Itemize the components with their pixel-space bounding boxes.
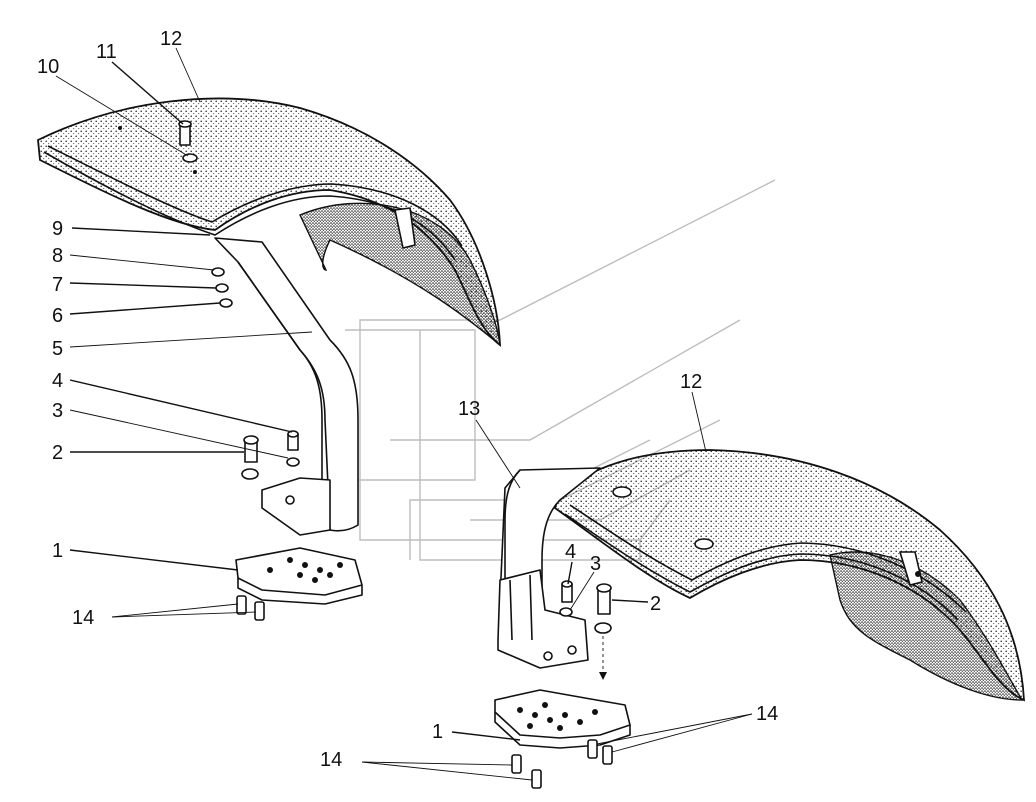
callout-6: 6 xyxy=(52,305,63,327)
left-fender-shell xyxy=(37,97,501,347)
left-pin-14a xyxy=(236,595,247,615)
leader-lines xyxy=(55,47,753,781)
left-plate-holes xyxy=(267,557,343,583)
right-washer-3 xyxy=(559,607,573,617)
callout-2-right: 2 xyxy=(650,593,661,615)
callout-5: 5 xyxy=(52,338,63,360)
right-washer-2 xyxy=(594,622,612,634)
left-bracket-5 xyxy=(214,237,359,532)
left-washer-2 xyxy=(241,468,259,480)
right-foot-hole-1 xyxy=(543,651,553,661)
left-fender-tab xyxy=(394,207,416,249)
right-bolt-4-head xyxy=(561,580,573,588)
left-nut-6 xyxy=(219,298,233,308)
callout-2-left: 2 xyxy=(52,442,63,464)
callout-7: 7 xyxy=(52,274,63,296)
right-plate-side xyxy=(494,712,631,749)
callout-3-left: 3 xyxy=(52,400,63,422)
callout-4-right: 4 xyxy=(565,541,576,563)
right-bracket-foot xyxy=(497,569,589,669)
right-pin-14b xyxy=(531,769,542,789)
callout-labels: 11 12 10 9 8 7 6 5 4 3 2 1 14 13 12 4 3 … xyxy=(37,28,778,771)
left-fender-hole xyxy=(193,170,197,174)
callout-1-right: 1 xyxy=(432,721,443,743)
right-top-stud-2 xyxy=(694,538,714,550)
right-fender-rim xyxy=(564,513,959,621)
left-washer-8 xyxy=(211,267,225,277)
right-top-stud-1 xyxy=(612,486,632,498)
right-foot-gusset xyxy=(509,574,533,641)
callout-12-left: 12 xyxy=(160,28,182,50)
left-bracket-edge xyxy=(237,261,323,500)
callout-3-right: 3 xyxy=(590,553,601,575)
left-bracket-foot xyxy=(261,477,331,536)
left-fender-hole-2 xyxy=(118,126,122,130)
callout-14-right: 14 xyxy=(756,703,778,725)
right-foot-hole-2 xyxy=(567,645,577,655)
callout-10: 10 xyxy=(37,56,59,78)
callout-1-left: 1 xyxy=(52,540,63,562)
left-top-washer xyxy=(182,153,198,163)
right-pin-14d xyxy=(602,745,613,765)
right-assembly-arrowhead xyxy=(599,672,607,680)
callout-14-bottom: 14 xyxy=(320,749,342,771)
left-bolt-4-head xyxy=(287,430,299,438)
right-fender-hole xyxy=(915,571,921,577)
left-fender-assembly xyxy=(37,97,501,621)
callout-11: 11 xyxy=(96,41,117,63)
right-fender-assembly xyxy=(494,449,1025,789)
left-washer-3 xyxy=(286,457,300,467)
right-bolt-2-head xyxy=(596,583,612,593)
left-foot-hole xyxy=(285,495,295,505)
callout-8: 8 xyxy=(52,245,63,267)
left-pin-14b xyxy=(254,601,265,621)
right-plate-holes xyxy=(517,702,598,731)
left-fender-rim-inner xyxy=(47,145,463,247)
right-bracket-edge xyxy=(504,469,521,600)
right-fender-tab xyxy=(899,551,923,586)
left-plate-1 xyxy=(235,547,363,596)
right-fender-rim-inner xyxy=(569,504,967,613)
callout-14-left: 14 xyxy=(72,607,94,629)
right-fender-shell xyxy=(553,449,1025,702)
right-pin-14c xyxy=(587,739,598,759)
callout-12-right: 12 xyxy=(680,371,702,393)
callout-4-left: 4 xyxy=(52,370,63,392)
right-pin-14a xyxy=(511,754,522,774)
left-lockwasher-7 xyxy=(215,283,229,293)
callout-13: 13 xyxy=(458,398,480,420)
left-bolt-2-head xyxy=(243,435,259,445)
left-plate-side xyxy=(237,578,363,605)
callout-9: 9 xyxy=(52,218,63,240)
